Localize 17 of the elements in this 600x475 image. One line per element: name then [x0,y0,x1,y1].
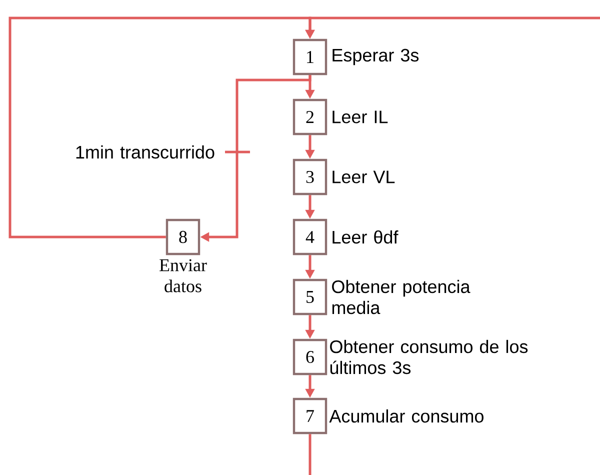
edge-label: 1min transcurrido [76,145,214,159]
action-label: Leer θdf [332,230,398,244]
step-box: 8 [166,218,200,256]
step-box: 4 [292,218,328,256]
step-box: 2 [292,98,328,136]
action-label: Acumular consumo [329,409,484,423]
action-label: Obtener potencia media [332,280,470,314]
step-box: 7 [292,398,328,434]
step-box: 5 [292,278,328,316]
action-label: Esperar 3s [332,48,419,66]
action-label: Leer VL [332,170,395,184]
action-label: Leer IL [332,110,388,124]
step-box: 1 [292,38,328,76]
action-label: Obtener consumo de los últimos 3s [330,340,528,374]
step-caption: Enviar datos [160,259,207,292]
step-box: 6 [292,338,328,376]
step-box: 3 [292,158,328,196]
